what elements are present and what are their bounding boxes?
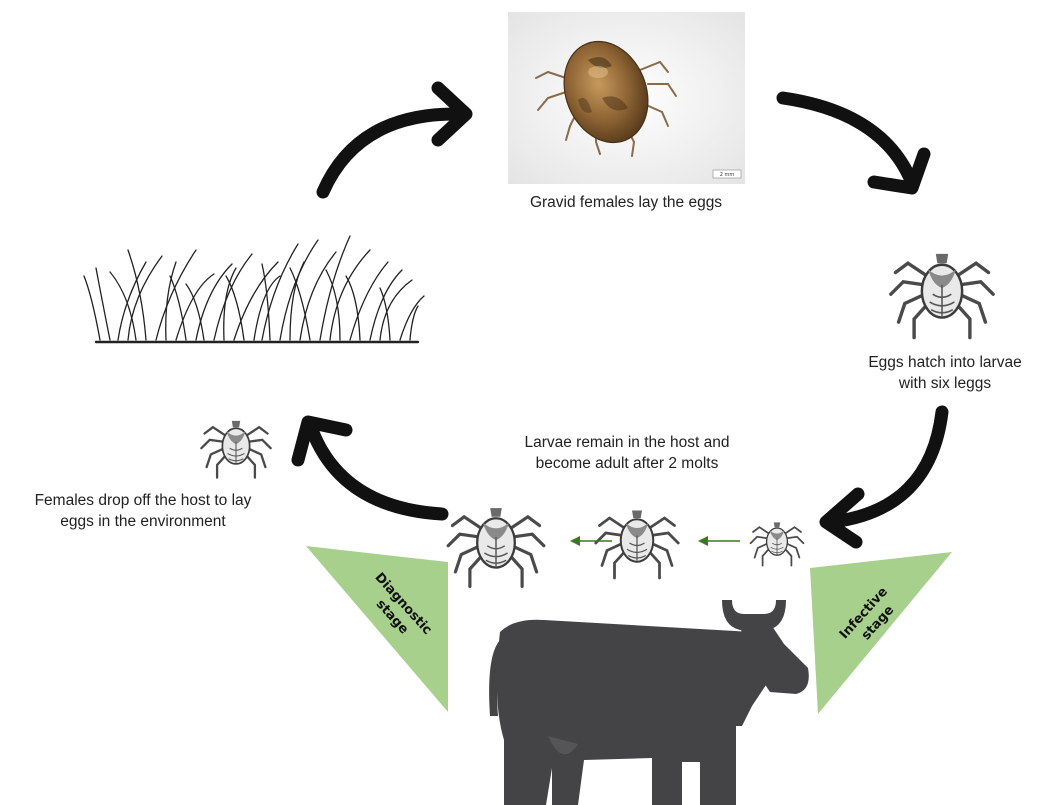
caption-larvae-remain-line2: become adult after 2 molts — [482, 453, 772, 474]
molt-arrow-2 — [698, 536, 740, 546]
nymph-tick-icon — [596, 511, 679, 579]
caption-eggs-hatch-line2: with six leggs — [852, 373, 1038, 394]
cycle-arrow-gravid-to-larvae — [783, 98, 924, 188]
larva-tick-icon — [891, 254, 993, 338]
caption-females-drop: Females drop off the host to lay eggs in… — [4, 490, 282, 532]
caption-gravid-females: Gravid females lay the eggs — [508, 192, 744, 213]
caption-eggs-hatch: Eggs hatch into larvae with six leggs — [852, 352, 1038, 394]
caption-gravid-text: Gravid females lay the eggs — [530, 194, 722, 211]
caption-eggs-hatch-line1: Eggs hatch into larvae — [852, 352, 1038, 373]
diagnostic-stage-triangle: Diagnostic stage — [306, 546, 448, 712]
caption-larvae-remain-line1: Larvae remain in the host and — [482, 432, 772, 453]
caption-females-drop-line2: eggs in the environment — [4, 511, 282, 532]
adult-tick-icon — [448, 508, 544, 586]
female-tick-icon — [201, 421, 270, 478]
grass-illustration — [84, 236, 424, 342]
cow-host-icon — [489, 600, 809, 805]
cycle-arrow-grass-to-gravid — [323, 88, 466, 192]
young-larva-tick-icon — [751, 522, 804, 565]
molt-arrow-1 — [570, 536, 612, 546]
caption-females-drop-line1: Females drop off the host to lay — [4, 490, 282, 511]
infective-stage-triangle: Infective stage — [810, 552, 952, 714]
cycle-arrow-host-to-grass — [298, 422, 442, 514]
cycle-arrow-larvae-to-host — [826, 412, 942, 542]
photo-scale-label: 2 mm — [720, 172, 735, 178]
caption-larvae-remain: Larvae remain in the host and become adu… — [482, 432, 772, 474]
gravid-female-photo: 2 mm — [508, 12, 745, 184]
